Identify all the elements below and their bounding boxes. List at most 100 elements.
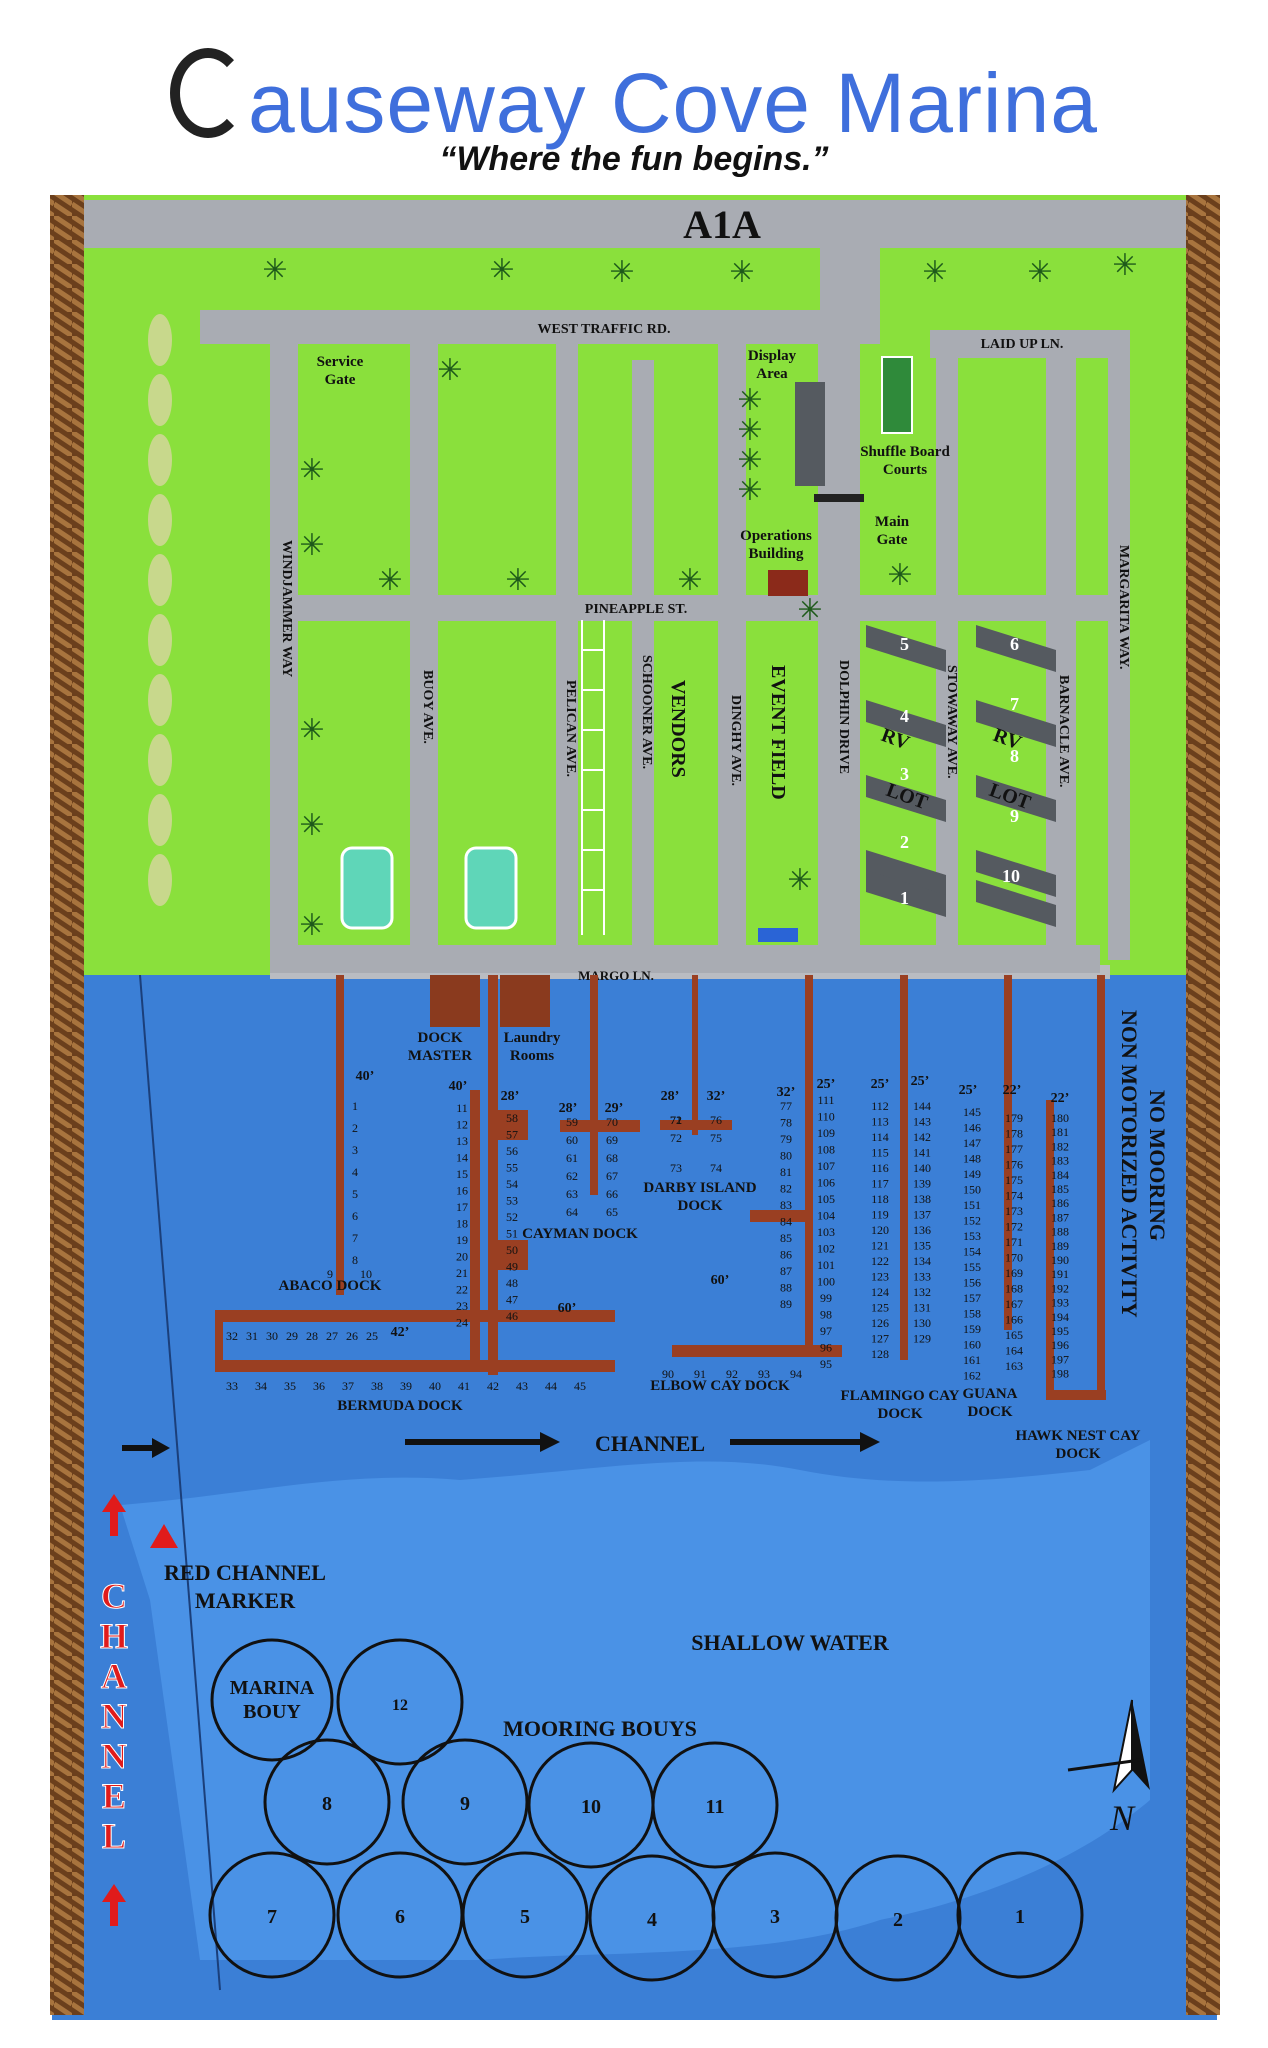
slip-number: 36 — [313, 1379, 325, 1393]
slip-number: 134 — [913, 1254, 931, 1268]
svg-text:✳: ✳ — [729, 256, 754, 289]
svg-text:✳: ✳ — [1027, 256, 1052, 289]
laundry-building — [500, 975, 550, 1027]
slip-number: 31 — [246, 1329, 258, 1343]
slip-number: 9 — [327, 1267, 333, 1281]
abaco-dock-label: ABACO DOCK — [279, 1278, 382, 1294]
laundry-label: Rooms — [510, 1048, 554, 1064]
slip-number: 40 — [429, 1379, 441, 1393]
slip-number: 132 — [913, 1285, 931, 1299]
slip-number: 168 — [1005, 1282, 1023, 1296]
channel-letter: N — [101, 1736, 127, 1776]
slip-number: 55 — [506, 1161, 518, 1175]
slip-number: 101 — [817, 1258, 835, 1272]
slip-number: 149 — [963, 1167, 981, 1181]
svg-text:✳: ✳ — [797, 594, 822, 627]
slip-size: 22’ — [1051, 1091, 1070, 1106]
slip-number: 33 — [226, 1379, 238, 1393]
slip-number: 64 — [566, 1205, 578, 1219]
slip-size: 40’ — [356, 1069, 375, 1084]
slip-size-labels: 40’ 40’ 28’ 28’ 29’ 28’ 32’ 32’ 25’ 25’ … — [356, 1069, 1070, 1340]
buoy-number: 6 — [395, 1906, 405, 1928]
slip-number: 160 — [963, 1338, 981, 1352]
slip-number: 23 — [456, 1299, 468, 1313]
slip-number: 100 — [817, 1275, 835, 1289]
slip-number: 106 — [817, 1176, 835, 1190]
slip-number: 154 — [963, 1245, 981, 1259]
slip-size: 25’ — [911, 1074, 930, 1089]
slip-number: 83 — [780, 1198, 792, 1212]
rv-slot-label: 1 — [900, 888, 909, 908]
north-arrow-icon: N — [1067, 1699, 1150, 1838]
slip-number: 81 — [780, 1165, 792, 1179]
rv-slot-label: 3 — [900, 764, 909, 784]
slip-number: 46 — [506, 1309, 518, 1323]
slip-number: 99 — [820, 1291, 832, 1305]
slip-number: 15 — [456, 1167, 468, 1181]
slip-number: 133 — [913, 1270, 931, 1284]
slip-number: 109 — [817, 1126, 835, 1140]
slip-number: 103 — [817, 1225, 835, 1239]
slip-size: 32’ — [707, 1089, 726, 1104]
svg-text:✳: ✳ — [609, 256, 634, 289]
slip-number: 126 — [871, 1316, 889, 1330]
slip-number: 193 — [1051, 1296, 1069, 1310]
slip-number: 20 — [456, 1250, 468, 1264]
parking-stripes — [581, 620, 605, 935]
slip-number: 111 — [817, 1093, 834, 1107]
event-blue-box — [758, 928, 798, 942]
laid-up-label: LAID UP LN. — [981, 337, 1064, 352]
a1a-road — [84, 200, 1192, 248]
slip-number: 121 — [871, 1239, 889, 1253]
slip-number: 21 — [456, 1266, 468, 1280]
buoy-number: 11 — [706, 1796, 725, 1818]
slip-number: 136 — [913, 1223, 931, 1237]
slip-size: 60’ — [558, 1301, 577, 1316]
pool — [464, 846, 518, 930]
slip-number: 161 — [963, 1353, 981, 1367]
slip-number: 144 — [913, 1099, 931, 1113]
slip-number: 127 — [871, 1332, 889, 1346]
slip-number: 37 — [342, 1379, 354, 1393]
a1a-label: A1A — [683, 202, 761, 247]
pineapple-label: PINEAPPLE ST. — [585, 602, 687, 617]
rope-post-right — [1186, 195, 1220, 2015]
slip-number: 143 — [913, 1115, 931, 1129]
slip-size: 28’ — [559, 1101, 578, 1116]
svg-text:✳: ✳ — [737, 384, 762, 417]
west-traffic-label: WEST TRAFFIC RD. — [538, 322, 671, 337]
slip-number: 141 — [913, 1146, 931, 1160]
slip-number: 156 — [963, 1276, 981, 1290]
buoy-number: 5 — [520, 1906, 530, 1928]
slip-number: 88 — [780, 1281, 792, 1295]
palm-trees: ✳✳✳ ✳✳✳ ✳✳✳ ✳✳✳ ✳✳✳ ✳✳✳ ✳✳✳ ✳✳ — [262, 249, 1137, 942]
slip-number: 69 — [606, 1133, 618, 1147]
slip-number: 146 — [963, 1121, 981, 1135]
mooring-label: MOORING BOUYS — [503, 1716, 697, 1741]
channel-arrows — [122, 1432, 880, 1458]
slip-number: 188 — [1051, 1225, 1069, 1239]
slip-number: 16 — [456, 1184, 468, 1198]
slip-number: 124 — [871, 1285, 889, 1299]
slip-number: 159 — [963, 1322, 981, 1336]
slip-number: 191 — [1051, 1267, 1069, 1281]
slip-number: 173 — [1005, 1204, 1023, 1218]
slip-number: 118 — [871, 1192, 889, 1206]
rv-slot-label: 7 — [1010, 694, 1019, 714]
pelican-label: PELICAN AVE. — [563, 680, 578, 777]
slip-number: 8 — [352, 1253, 358, 1267]
slip-number: 98 — [820, 1308, 832, 1322]
slip-number: 147 — [963, 1136, 981, 1150]
slip-number: 195 — [1051, 1324, 1069, 1338]
slip-number: 91 — [694, 1367, 706, 1381]
slip-number: 120 — [871, 1223, 889, 1237]
slip-number: 45 — [574, 1379, 586, 1393]
svg-text:✳: ✳ — [299, 909, 324, 942]
channel-label: CHANNEL — [595, 1431, 705, 1456]
rope-post-left — [50, 195, 84, 2015]
hawk-dock-label: HAWK NEST CAY — [1015, 1428, 1140, 1444]
elbow-dock-label: ELBOW CAY DOCK — [650, 1378, 790, 1394]
red-marker-label: MARKER — [195, 1588, 296, 1613]
svg-text:✳: ✳ — [437, 354, 462, 387]
slip-number: 95 — [820, 1357, 832, 1371]
